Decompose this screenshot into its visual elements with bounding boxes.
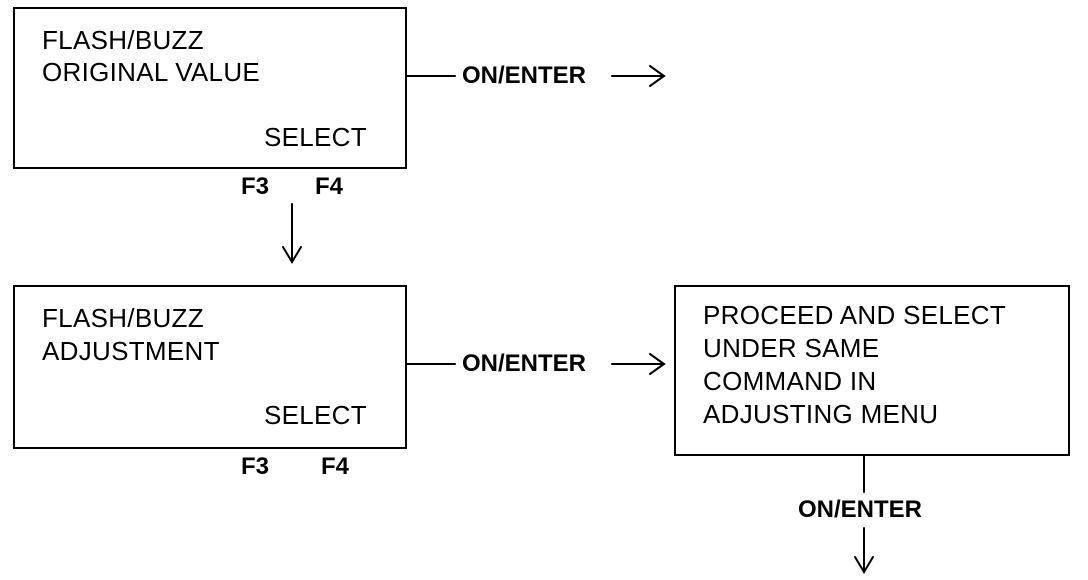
box2-key-f4: F4: [321, 453, 350, 480]
box1-key-f4: F4: [315, 173, 344, 200]
box2-key-f3: F3: [241, 453, 270, 480]
box1-key-f3: F3: [241, 173, 270, 200]
box1-select-label: SELECT: [264, 122, 367, 152]
arrow-box3-down: [854, 455, 874, 574]
box-flash-buzz-adjustment: FLASH/BUZZ ADJUSTMENT SELECT: [13, 285, 407, 449]
arrow-box1-to-box2: [282, 203, 302, 264]
box3-line-2: UNDER SAME: [703, 333, 880, 363]
edge-label-box3-down: ON/ENTER: [796, 496, 925, 524]
box1-line-1: FLASH/BUZZ: [42, 25, 204, 55]
box1-line-2: ORIGINAL VALUE: [42, 57, 261, 87]
box-flash-buzz-original-value: FLASH/BUZZ ORIGINAL VALUE SELECT: [13, 7, 407, 169]
box2-line-2: ADJUSTMENT: [42, 336, 220, 366]
box2-line-1: FLASH/BUZZ: [42, 303, 204, 333]
arrow-box1-out: [406, 65, 666, 87]
box-proceed-and-select: PROCEED AND SELECT UNDER SAME COMMAND IN…: [674, 285, 1070, 456]
box2-select-label: SELECT: [264, 400, 367, 430]
box3-line-3: COMMAND IN: [703, 366, 877, 396]
box3-line-1: PROCEED AND SELECT: [703, 300, 1007, 330]
edge-label-box2-to-box3: ON/ENTER: [460, 350, 589, 378]
box3-line-4: ADJUSTING MENU: [703, 399, 939, 429]
edge-label-box1-out: ON/ENTER: [460, 62, 589, 90]
arrow-box2-to-box3: [406, 353, 666, 375]
